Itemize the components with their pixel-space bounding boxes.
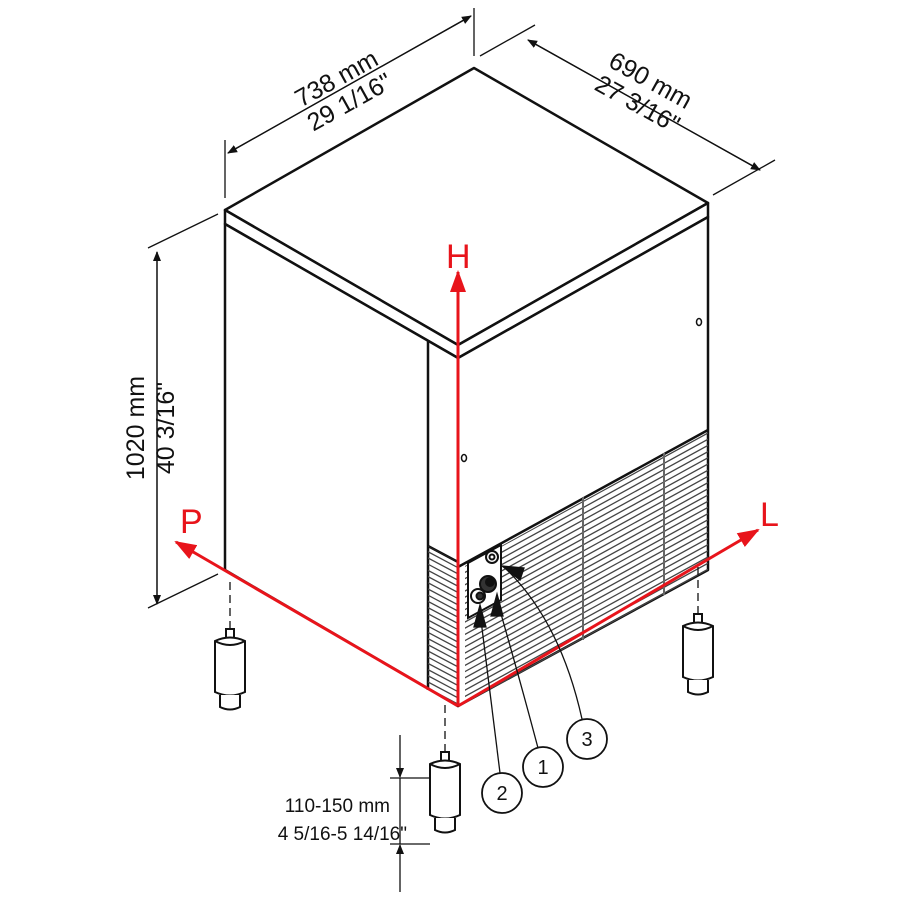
grille-slat [428, 593, 458, 613]
grille-slat [428, 568, 458, 588]
svg-text:2: 2 [496, 783, 507, 805]
callout-1: 1 [522, 746, 564, 788]
grille-slat [428, 624, 458, 644]
feet [214, 567, 714, 834]
h-axis-label: H [446, 238, 471, 276]
grille-slat [428, 574, 458, 595]
grille-slat [428, 617, 458, 638]
grille-slat [428, 648, 458, 669]
grille-slat [428, 611, 458, 632]
grille-slat [465, 540, 708, 683]
height-dimension [147, 213, 219, 609]
adjustable-foot [429, 705, 461, 834]
connection-3-port [485, 550, 499, 564]
depth-dimension [479, 24, 776, 196]
grille-slat [428, 580, 458, 601]
grille-slat [428, 642, 458, 663]
grille-slat [428, 562, 458, 582]
height-metric: 1020 mm [122, 376, 150, 480]
connection-2-port [470, 588, 486, 604]
grille-slat [428, 655, 458, 675]
foot-height-metric: 110-150 mm [285, 796, 390, 817]
grille-slat [428, 586, 458, 607]
grille-slat [428, 549, 458, 570]
grille-slat [465, 502, 708, 645]
adjustable-foot [682, 567, 714, 696]
adjustable-foot [214, 582, 246, 711]
grille-slat [465, 564, 708, 704]
l-axis-label: L [760, 496, 779, 534]
grille-slat [428, 704, 458, 706]
p-axis-label: P [180, 503, 203, 541]
grille-slat [428, 679, 458, 700]
grille-slat [465, 515, 708, 658]
foot-height-dimension [390, 735, 430, 892]
grille-slat [465, 533, 708, 676]
grille-slat [428, 555, 458, 576]
svg-text:3: 3 [581, 729, 592, 751]
l-axis-arrow [457, 528, 760, 708]
grille-slat [428, 667, 458, 688]
grille-slat [428, 605, 458, 626]
axes [174, 270, 760, 708]
grille-slat [465, 552, 708, 695]
callout-2: 2 [481, 772, 523, 814]
foot-height-imperial: 4 5/16-5 14/16" [278, 824, 407, 845]
screw-hole-right [695, 317, 703, 327]
height-imperial: 40 3/16" [152, 382, 180, 474]
grille-slat [428, 599, 458, 619]
grille-slat [428, 630, 458, 650]
p-axis-arrow [174, 540, 459, 708]
grille-slat [465, 484, 708, 627]
height-label: 1020 mm 40 3/16" [122, 376, 180, 480]
cabinet [223, 66, 710, 708]
grille-slat [465, 546, 708, 689]
width-dimension [224, 8, 475, 198]
depth-label: 690 mm 27 3/16" [590, 47, 697, 139]
grille-slat [465, 527, 708, 670]
connection-panel [467, 543, 502, 620]
grille-slat [428, 636, 458, 657]
grille-slat [465, 509, 708, 652]
grille-slat [425, 711, 460, 730]
svg-text:1: 1 [537, 757, 548, 779]
connection-1-port [479, 575, 497, 593]
grille-slat [428, 661, 458, 681]
grille-dividers [582, 453, 665, 640]
grille-slat [428, 673, 458, 694]
callout-leaders [473, 565, 583, 774]
screw-hole-left [460, 453, 468, 463]
callout-3: 3 [566, 718, 608, 760]
grille-slat [465, 521, 708, 664]
